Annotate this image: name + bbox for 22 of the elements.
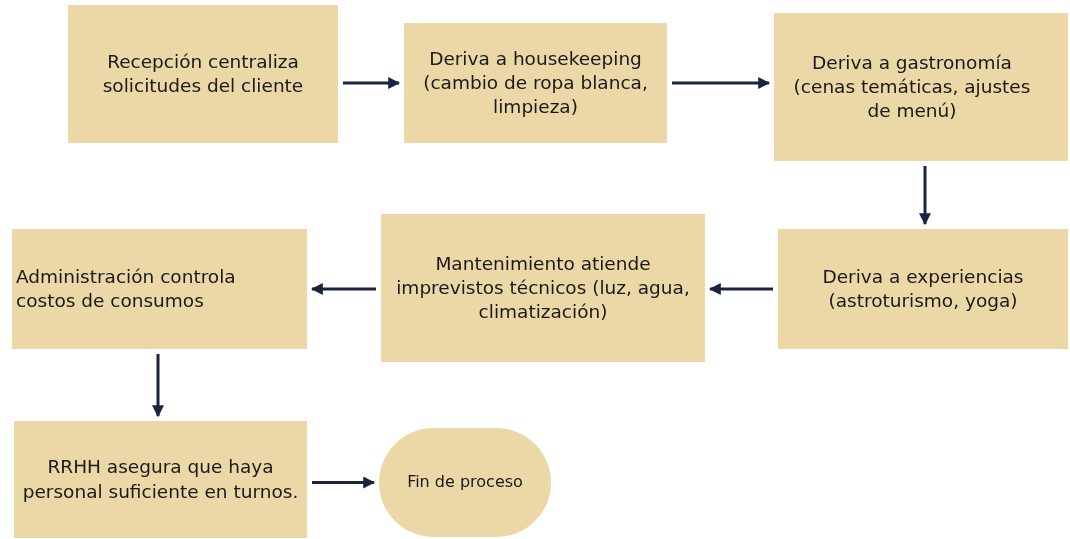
arrow	[672, 77, 771, 89]
arrow	[919, 166, 931, 226]
process-box	[12, 229, 307, 349]
node-text: Administración controla costos de consumos	[16, 264, 237, 313]
process-box	[381, 214, 705, 362]
process-box	[774, 13, 1068, 161]
process-box	[404, 23, 667, 143]
node-text: Deriva a gastronomía (cenas temáticas, ajustes de menú)	[792, 50, 1032, 123]
node-text: Recepción centraliza solicitudes del cliente	[101, 49, 305, 98]
process-box	[14, 421, 307, 538]
arrow	[312, 476, 376, 489]
node-text: RRHH asegura que haya personal suficiente en turnos.	[21, 455, 300, 504]
node-text: Fin de proceso	[407, 472, 523, 493]
process-box	[68, 5, 338, 143]
process-box	[778, 229, 1068, 349]
arrow	[708, 283, 773, 295]
arrow	[343, 77, 401, 89]
arrow	[310, 283, 376, 295]
node-text: Deriva a housekeeping (cambio de ropa blanca, limpieza)	[422, 46, 649, 119]
node-text: Mantenimiento atiende imprevistos técnicos (luz, agua, climatización)	[395, 251, 691, 324]
arrow	[152, 354, 164, 418]
node-text: Deriva a experiencias (astroturismo, yoga)	[821, 264, 1025, 313]
